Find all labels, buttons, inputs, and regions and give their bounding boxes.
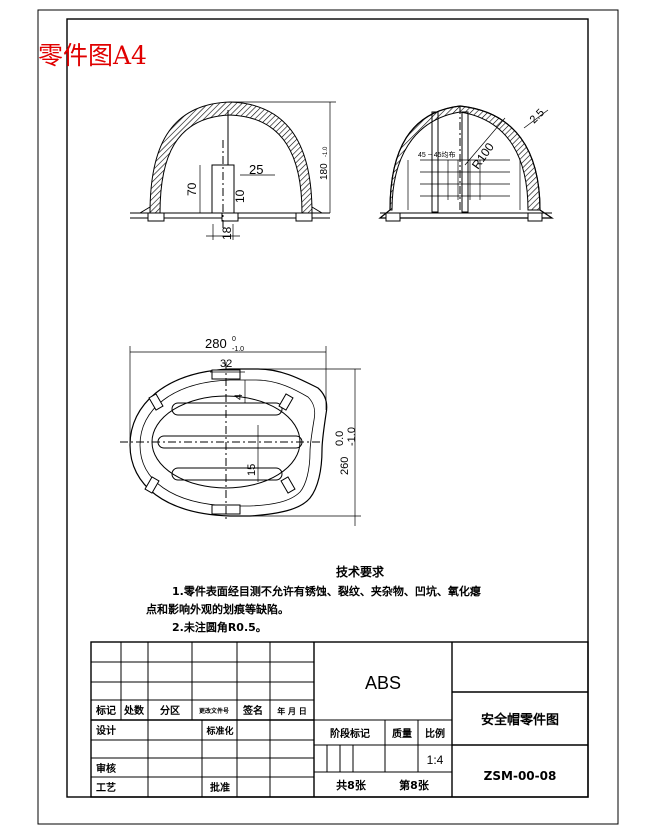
tb-sheets-total: 共8张: [336, 778, 367, 792]
tech-line-2: 点和影响外观的划痕等缺陷。: [146, 602, 289, 616]
tb-part-name: 安全帽零件图: [481, 712, 559, 728]
dim-top-len: 260: [339, 457, 351, 475]
dim-top-width-tol-lo: -1.0: [232, 346, 244, 353]
tb-h-gengai: 更改文件号: [199, 707, 229, 715]
front-view: [130, 101, 336, 240]
dim-w25: 25: [249, 162, 263, 177]
dim-top-len-tol-lo: -1.0: [346, 427, 358, 446]
tb-h-shenhe: 审核: [96, 762, 116, 775]
tb-h-zhiliang: 质量: [392, 727, 412, 740]
side-view: [378, 105, 554, 222]
dim-top-4: 4: [233, 394, 245, 400]
dim-top-width: 280: [205, 336, 227, 351]
tb-drawing-no: ZSM-00-08: [484, 769, 557, 783]
tb-h-fenqu: 分区: [160, 704, 180, 717]
tb-h-chushu: 处数: [123, 704, 145, 717]
dim-h70: 70: [185, 182, 199, 196]
tb-h-biaoji: 标记: [95, 704, 116, 717]
dim-height: 180: [319, 163, 330, 180]
tb-h-jieduan: 阶段标记: [330, 727, 370, 740]
sheet-label: 零件图A4: [38, 41, 147, 70]
dim-w18: 18: [220, 226, 234, 240]
tech-title: 技术要求: [336, 564, 385, 579]
dim-h10: 10: [233, 189, 247, 203]
tech-line-3: 2.未注圆角R0.5。: [172, 620, 267, 634]
outer-border: [37, 9, 619, 825]
dim-top-15: 15: [246, 464, 258, 476]
tb-scale: 1:4: [427, 753, 444, 767]
tb-h-date: 年 月 日: [277, 706, 307, 716]
tb-h-sheji: 设计: [96, 724, 116, 737]
tb-h-bili: 比例: [425, 727, 445, 740]
tb-sheet-no: 第8张: [399, 778, 430, 792]
tb-h-pizhun: 批准: [210, 781, 230, 794]
dim-height-tol: -1.0: [323, 146, 329, 157]
tb-h-biaozhunhua: 标准化: [205, 725, 233, 737]
tb-material: ABS: [365, 673, 401, 693]
dim-top-len-tol-up: 0.0: [334, 431, 346, 446]
tb-h-gongyi: 工艺: [96, 781, 116, 794]
tech-line-1: 1.零件表面经目测不允许有锈蚀、裂纹、夹杂物、凹坑、氧化瘪: [172, 584, 482, 598]
dim-top-32: 32: [220, 358, 232, 370]
dim-top-width-tol-up: 0: [232, 336, 236, 343]
title-block: [90, 641, 589, 798]
top-view: [120, 346, 361, 526]
dim-side-note: 45 ~ 45均布: [418, 150, 456, 159]
tb-h-qianming: 签名: [242, 704, 263, 717]
